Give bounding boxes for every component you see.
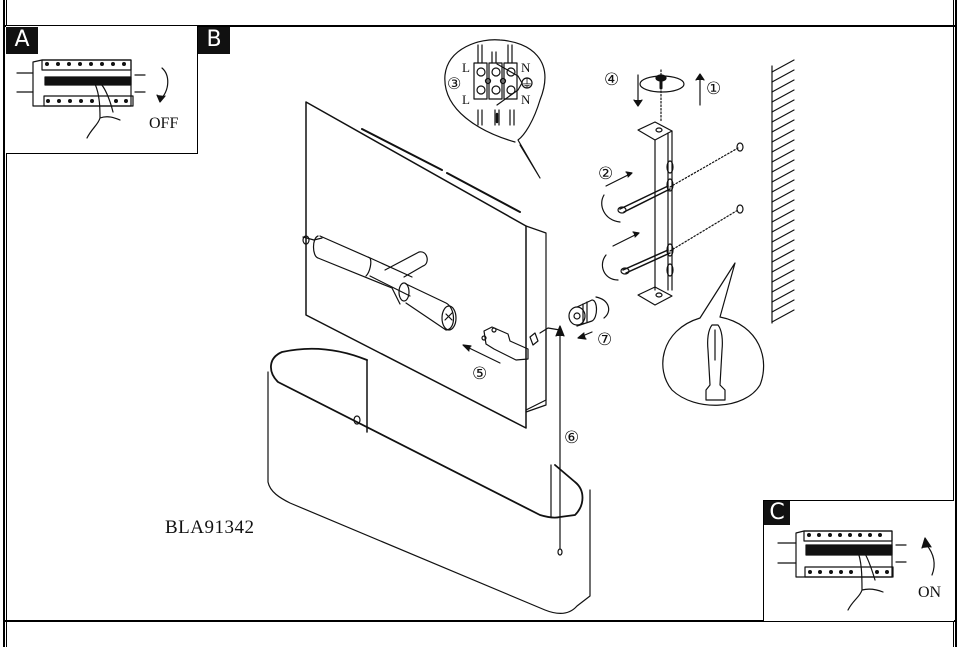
wiring-detail-callout (444, 39, 546, 179)
panel-c-switch-on (763, 500, 954, 621)
wire-path (525, 325, 565, 549)
shade (267, 347, 591, 615)
step-3-label: ③ (447, 76, 462, 93)
top-rule (5, 25, 955, 27)
outer-border-right-outer (955, 0, 957, 647)
step-6-label: ⑥ (564, 428, 580, 447)
panel-b-tag: B (198, 27, 230, 54)
mounting-bracket (601, 69, 744, 306)
panel-c-on-label: ON (918, 584, 942, 601)
outer-border-left (3, 0, 5, 647)
wall (771, 59, 795, 324)
terminal-l-bottom: L (462, 92, 470, 107)
terminal-n-top: N (521, 60, 531, 75)
step-1-label: ① (706, 79, 722, 98)
panel-a-tag: A (6, 27, 38, 54)
wall-plug-callout (662, 262, 765, 406)
earth-icon: ⏚ (521, 76, 534, 90)
bottom-rule (5, 620, 955, 622)
outer-border-left-inner (6, 0, 7, 647)
terminal-n-bottom: N (521, 92, 531, 107)
step-5-label: ⑤ (472, 364, 488, 383)
step-2-label: ② (598, 164, 614, 183)
breaker-panel-c (777, 530, 935, 611)
nut (568, 296, 610, 340)
step-7-label: ⑦ (597, 330, 613, 349)
outer-border-right (953, 0, 954, 647)
panel-c-tag: C (764, 501, 790, 525)
back-plate (302, 101, 547, 429)
panel-a-off-label: OFF (149, 115, 179, 132)
terminal-l-top: L (462, 60, 470, 75)
breaker-panel-a (16, 59, 169, 139)
model-number: BLA91342 (165, 517, 255, 538)
step-4-label: ④ (604, 70, 620, 89)
